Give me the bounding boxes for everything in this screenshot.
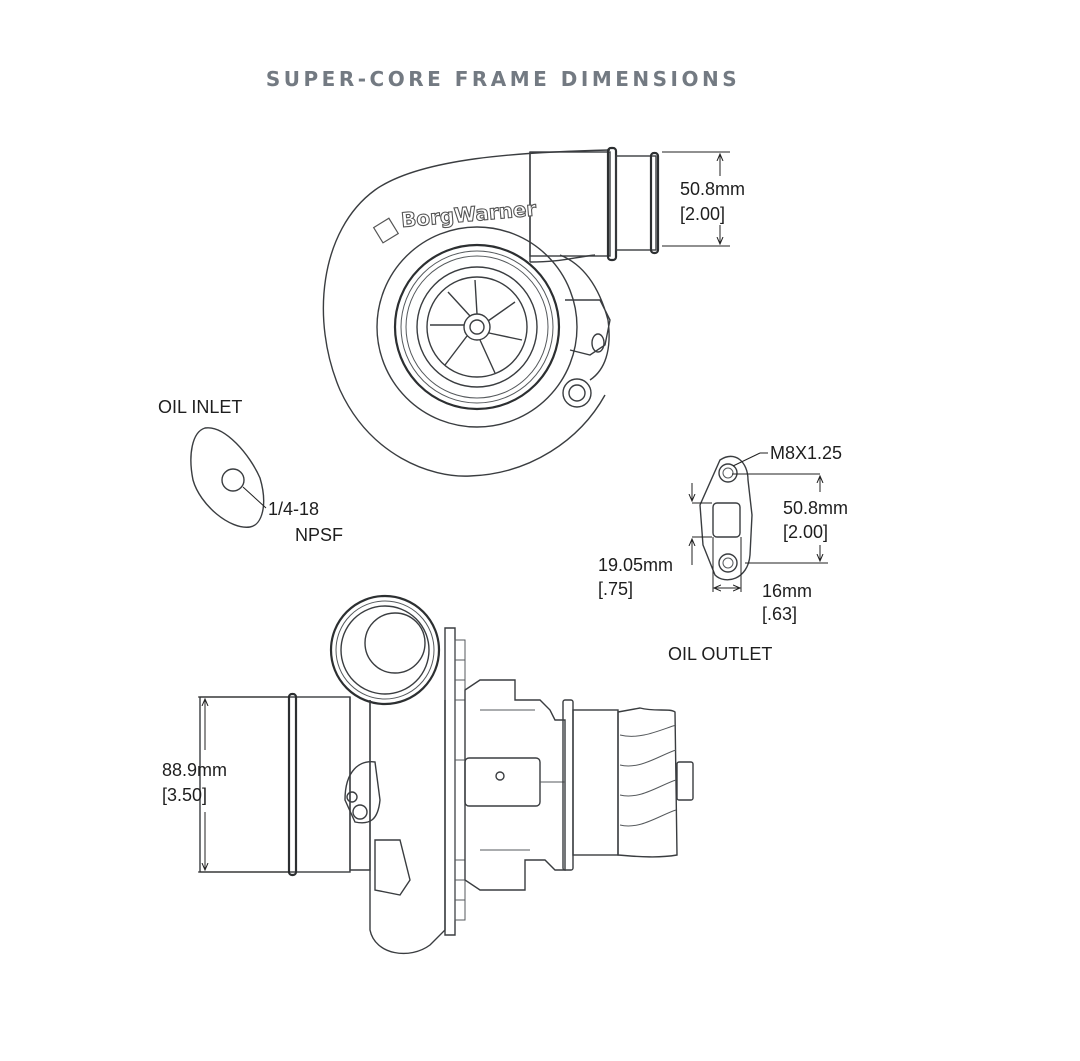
svg-text:OIL INLET: OIL INLET xyxy=(158,397,242,417)
page-title: SUPER-CORE FRAME DIMENSIONS xyxy=(266,67,740,91)
compressor-wheel-blades-icon xyxy=(430,279,523,374)
compressor-front-view: BorgWarner 50.8mm [2.00] xyxy=(322,146,745,477)
borgwarner-emblem-icon xyxy=(372,217,400,244)
outlet-dimension: 50.8mm [2.00] xyxy=(662,151,745,247)
svg-text:[2.00]: [2.00] xyxy=(680,204,725,224)
oil-inlet-flange: OIL INLET 1/4-18 NPSF xyxy=(158,397,343,545)
svg-text:[.75]: [.75] xyxy=(598,579,633,599)
oil-outlet-flange: M8X1.25 50.8mm [2.00] 19.05mm [.75] 16mm… xyxy=(598,443,848,664)
borgwarner-logo: BorgWarner xyxy=(372,196,538,244)
svg-text:[2.00]: [2.00] xyxy=(783,522,828,542)
svg-text:OIL OUTLET: OIL OUTLET xyxy=(668,644,772,664)
svg-text:50.8mm: 50.8mm xyxy=(783,498,848,518)
svg-text:19.05mm: 19.05mm xyxy=(598,555,673,575)
turbine-wheel-blades-icon xyxy=(619,724,677,827)
svg-text:[.63]: [.63] xyxy=(762,604,797,624)
inlet-dimension: 88.9mm [3.50] xyxy=(162,696,290,873)
svg-text:88.9mm: 88.9mm xyxy=(162,760,227,780)
svg-text:[3.50]: [3.50] xyxy=(162,785,207,805)
svg-text:16mm: 16mm xyxy=(762,581,812,601)
svg-text:NPSF: NPSF xyxy=(295,525,343,545)
svg-text:1/4-18: 1/4-18 xyxy=(268,499,319,519)
svg-text:M8X1.25: M8X1.25 xyxy=(770,443,842,463)
svg-text:50.8mm: 50.8mm xyxy=(680,179,745,199)
turbo-side-view: 88.9mm [3.50] xyxy=(162,594,694,955)
